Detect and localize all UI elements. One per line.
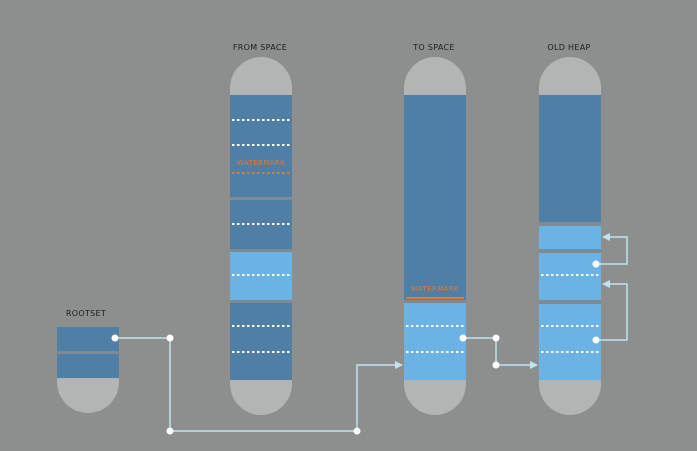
old-heap-bottom-cap	[539, 380, 601, 415]
pointer-dot-icon	[492, 334, 500, 342]
from-space-bottom-cap	[230, 380, 292, 415]
from-space-separator	[230, 197, 292, 200]
connector-arrow-icon	[115, 337, 403, 432]
old-heap-column	[539, 57, 601, 415]
old-heap-top-cap	[539, 57, 601, 95]
old-heap-separator	[539, 222, 601, 226]
pointer-dot-icon	[353, 427, 361, 435]
from-space-segment-4	[230, 303, 292, 380]
to-space-column: WATERMARK	[404, 57, 466, 415]
pointer-dot-icon	[166, 427, 174, 435]
from-space-watermark-label: WATERMARK	[237, 159, 285, 167]
connector-arrow-icon	[596, 233, 628, 265]
to-space-watermark-label: WATERMARK	[411, 285, 459, 293]
pointer-dot-icon	[459, 334, 467, 342]
to-space-copied-objects	[404, 303, 466, 380]
to-space-separator	[404, 300, 466, 303]
old-heap-object-3	[539, 304, 601, 380]
from-space-top-cap	[230, 57, 292, 95]
old-heap-label: OLD HEAP	[547, 43, 590, 52]
pointer-dot-icon	[492, 361, 500, 369]
to-space-free-area	[404, 95, 466, 300]
old-heap-separator	[539, 249, 601, 253]
rootset-slot-1	[57, 327, 119, 351]
old-heap-object-1	[539, 226, 601, 249]
pointer-dots	[111, 260, 600, 435]
pointer-dot-icon	[166, 334, 174, 342]
from-space-segment-1	[230, 95, 292, 197]
old-heap-object-2	[539, 253, 601, 300]
old-heap-free-area	[539, 95, 601, 222]
old-heap-separator	[539, 300, 601, 304]
from-space-segment-3	[230, 252, 292, 300]
rootset-separator	[57, 351, 119, 354]
rootset-label: ROOTSET	[66, 309, 106, 318]
pointer-dot-icon	[592, 336, 600, 344]
from-space-separator	[230, 249, 292, 252]
to-space-label: TO SPACE	[412, 43, 455, 52]
to-space-top-cap	[404, 57, 466, 95]
rootset-block	[57, 327, 119, 413]
rootset-bottom-cap	[57, 378, 119, 413]
from-space-segment-2	[230, 200, 292, 249]
to-space-bottom-cap	[404, 380, 466, 415]
from-space-label: FROM SPACE	[233, 43, 287, 52]
connector-arrow-icon	[596, 280, 628, 341]
pointer-dot-icon	[111, 334, 119, 342]
from-space-separator	[230, 300, 292, 303]
pointer-dot-icon	[592, 260, 600, 268]
connectors	[115, 233, 628, 432]
connector-arrow-icon	[463, 337, 538, 369]
from-space-column: WATERMARK	[230, 57, 292, 415]
rootset-slot-2	[57, 354, 119, 378]
